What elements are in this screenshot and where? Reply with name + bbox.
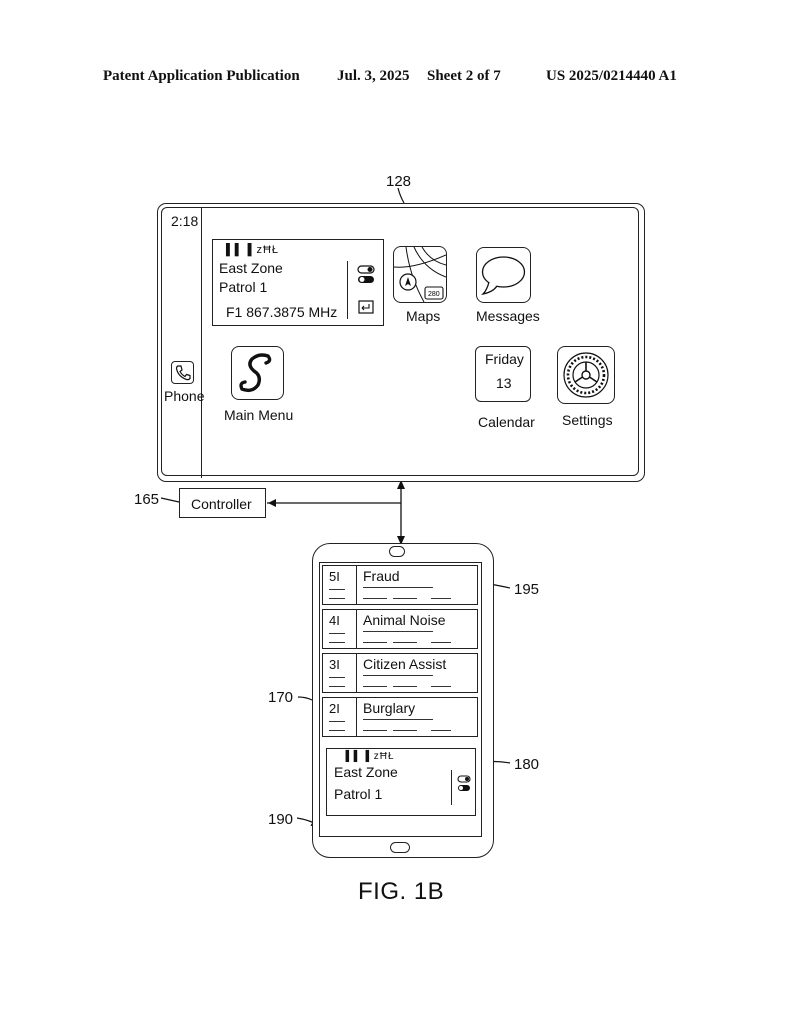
incident-title: Citizen Assist xyxy=(363,656,447,672)
placeholder-line xyxy=(329,677,345,678)
ref-128: 128 xyxy=(386,173,412,190)
publication-label: Patent Application Publication xyxy=(103,68,300,84)
handheld-radio-zone: East Zone xyxy=(334,764,398,780)
calendar-date: 13 xyxy=(496,375,512,391)
incident-divider xyxy=(356,566,358,604)
incident-priority: 5I xyxy=(329,569,340,584)
incident-title: Burglary xyxy=(363,700,416,716)
placeholder-line xyxy=(363,587,433,588)
settings-label: Settings xyxy=(562,412,613,428)
sidebar-divider xyxy=(201,208,203,478)
maps-icon: 280 xyxy=(394,247,446,302)
placeholder-line xyxy=(329,686,345,687)
handheld-radio-widget[interactable]: ▐▐ ▐ zĦŁ East Zone Patrol 1 xyxy=(326,748,476,816)
calendar-label: Calendar xyxy=(478,414,535,430)
ref-180-handheld: 180 xyxy=(514,756,540,773)
radio-zone: East Zone xyxy=(219,260,283,276)
placeholder-line xyxy=(329,633,345,634)
gear-icon xyxy=(563,352,609,398)
placeholder-line xyxy=(431,642,451,643)
radio-channel: Patrol 1 xyxy=(219,279,268,295)
calendar-day: Friday xyxy=(485,351,524,367)
phone-app-button[interactable] xyxy=(171,361,194,384)
incident-row[interactable]: 5I Fraud xyxy=(322,565,478,605)
incident-row[interactable]: 2I Burglary xyxy=(322,697,478,737)
ref-190: 190 xyxy=(268,811,294,828)
leader-170-handheld xyxy=(297,696,313,701)
handheld-radio-divider xyxy=(451,770,453,805)
handheld-radio-channel: Patrol 1 xyxy=(334,786,383,802)
placeholder-line xyxy=(393,686,417,687)
speech-bubble-icon xyxy=(481,256,526,296)
placeholder-line xyxy=(363,730,387,731)
placeholder-line xyxy=(363,719,433,720)
controller-box: Controller xyxy=(179,488,266,518)
handheld-home-button[interactable] xyxy=(390,842,410,853)
incident-title: Animal Noise xyxy=(363,612,446,628)
toggle-icon[interactable] xyxy=(357,265,375,285)
messages-app-button[interactable] xyxy=(476,247,531,303)
ref-195: 195 xyxy=(514,581,540,598)
radio-frequency: F1 867.3875 MHz xyxy=(226,304,338,320)
exit-icon[interactable] xyxy=(358,300,374,314)
clock: 2:18 xyxy=(171,213,199,229)
incident-priority: 3I xyxy=(329,657,340,672)
leader-128 xyxy=(397,187,405,204)
maps-badge: 280 xyxy=(428,291,440,298)
incident-divider xyxy=(356,698,358,736)
incident-row[interactable]: 4I Animal Noise xyxy=(322,609,478,649)
publication-number: US 2025/0214440 A1 xyxy=(546,68,677,84)
phone-label: Phone xyxy=(164,388,205,404)
controller-label: Controller xyxy=(191,496,252,512)
sheet-number: Sheet 2 of 7 xyxy=(427,68,501,84)
handheld-camera xyxy=(389,546,405,557)
messages-label: Messages xyxy=(476,308,540,324)
main-menu-app-button[interactable] xyxy=(231,346,284,400)
placeholder-line xyxy=(393,598,417,599)
placeholder-line xyxy=(329,721,345,722)
placeholder-line xyxy=(431,598,451,599)
radio-divider xyxy=(347,261,349,319)
placeholder-line xyxy=(393,642,417,643)
placeholder-line xyxy=(329,598,345,599)
placeholder-line xyxy=(431,730,451,731)
incident-divider xyxy=(356,654,358,692)
figure-label: FIG. 1B xyxy=(358,878,445,905)
maps-app-button[interactable]: 280 xyxy=(393,246,447,303)
placeholder-line xyxy=(363,631,433,632)
incident-priority: 2I xyxy=(329,701,340,716)
ref-170-handheld: 170 xyxy=(268,689,294,706)
calendar-app-button[interactable]: Friday 13 xyxy=(475,346,531,402)
ref-165: 165 xyxy=(134,491,160,508)
incident-priority: 4I xyxy=(329,613,340,628)
radio-widget[interactable]: ▐▐ ▐ zĦŁ East Zone Patrol 1 F1 867.3875 … xyxy=(212,239,384,326)
incident-title: Fraud xyxy=(363,568,400,584)
handheld-toggle-icon[interactable] xyxy=(457,775,471,793)
publication-date: Jul. 3, 2025 xyxy=(337,68,410,84)
settings-app-button[interactable] xyxy=(557,346,615,404)
incident-divider xyxy=(356,610,358,648)
placeholder-line xyxy=(393,730,417,731)
placeholder-line xyxy=(363,598,387,599)
maps-label: Maps xyxy=(406,308,441,324)
leader-165 xyxy=(160,497,180,503)
placeholder-line xyxy=(363,675,433,676)
placeholder-line xyxy=(363,686,387,687)
placeholder-line xyxy=(329,730,345,731)
placeholder-line xyxy=(431,686,451,687)
placeholder-line xyxy=(329,642,345,643)
main-menu-label: Main Menu xyxy=(224,407,294,423)
placeholder-line xyxy=(363,642,387,643)
handheld-radio-status-icons: ▐▐ ▐ zĦŁ xyxy=(342,751,395,762)
motorola-s-logo-icon xyxy=(239,353,272,393)
phone-icon xyxy=(175,365,191,381)
incident-row[interactable]: 3I Citizen Assist xyxy=(322,653,478,693)
radio-status-icons: ▐▐ ▐ zĦŁ xyxy=(222,244,280,256)
placeholder-line xyxy=(329,589,345,590)
